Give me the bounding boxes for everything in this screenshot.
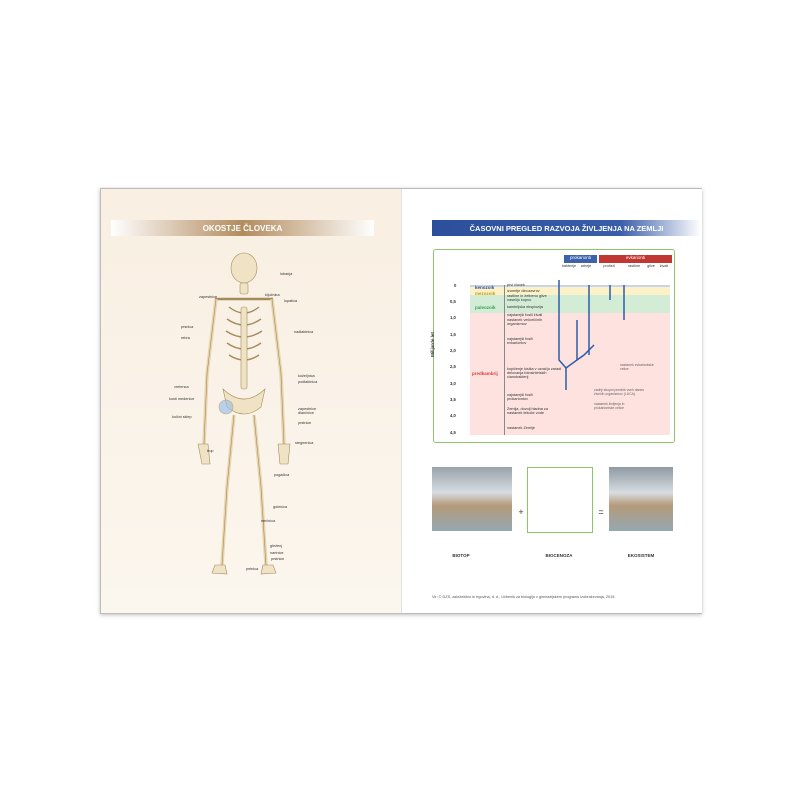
bone-label: prsnica — [181, 325, 194, 329]
note: nastanek evkariontske celice — [620, 363, 654, 371]
bone-label: stegnenica — [295, 441, 314, 445]
era-bands — [470, 285, 670, 435]
bone-label: rebra — [181, 336, 190, 340]
era-label: paleozoik — [475, 305, 496, 310]
biotope-image — [432, 467, 512, 531]
bone-label: gleženj — [270, 544, 283, 548]
timeline-title: ČASOVNI PREGLED RAZVOJA ŽIVLJENJA NA ZEM… — [432, 220, 701, 236]
bone-label: zapestnice — [199, 295, 218, 299]
book-spread: OKOSTJE ČLOVEKA lobanja ključnica lopati… — [100, 188, 702, 614]
bone-label: lopatica — [284, 299, 298, 303]
bone-label: podlaktnica — [298, 380, 318, 384]
bone-label: petnica — [246, 567, 259, 571]
era-label: mezozoik — [475, 291, 496, 296]
bone-label: nadlaktnica — [294, 330, 314, 334]
skeleton-figure — [197, 252, 291, 575]
ecosystem-image — [609, 467, 673, 531]
bone-label: zapestnice dlančnice — [298, 407, 317, 415]
credit-line: Vir: © DZS, založništvo in trgovina, d. … — [432, 595, 616, 599]
bone-label: nartnice — [270, 551, 284, 555]
equals-sign: = — [598, 507, 604, 517]
group-tag: prokarionti — [564, 255, 597, 263]
note: nastanek življenja in prokariontske celi… — [594, 402, 625, 410]
bone-label: lobanja — [280, 272, 293, 276]
note: zadnji skupni prednik vseh danes živečih… — [594, 388, 644, 396]
skeleton-title: OKOSTJE ČLOVEKA — [111, 220, 374, 236]
bone-label: pogačica — [274, 473, 290, 477]
bone-label: golenica — [273, 505, 288, 509]
bone-label: koželjnica — [298, 374, 315, 378]
left-page: OKOSTJE ČLOVEKA lobanja ključnica lopati… — [101, 189, 401, 613]
bone-label: prstnice — [271, 557, 285, 561]
era-label: kenozoik — [475, 285, 495, 290]
bone-label: ključnica — [265, 293, 280, 297]
right-page: ČASOVNI PREGLED RAZVOJA ŽIVLJENJA NA ZEM… — [401, 189, 702, 613]
bone-label: kolčni sklep — [172, 415, 192, 419]
timeline-frame: Milijarde let kenozoik mezozoik paleozoi… — [430, 249, 675, 443]
biocenosis-image — [527, 467, 593, 533]
bone-label: mečnica — [261, 519, 276, 523]
group-tag: evkarionti — [599, 255, 672, 263]
plus-sign: + — [518, 507, 524, 517]
bone-label: trup — [207, 449, 214, 453]
bone-label: vretenca — [174, 385, 189, 389]
era-label: predkambrij — [472, 371, 498, 376]
bone-label: kosti medenice — [169, 397, 195, 401]
phylogeny-tree — [558, 280, 625, 390]
bone-label: prstnice — [298, 421, 312, 425]
